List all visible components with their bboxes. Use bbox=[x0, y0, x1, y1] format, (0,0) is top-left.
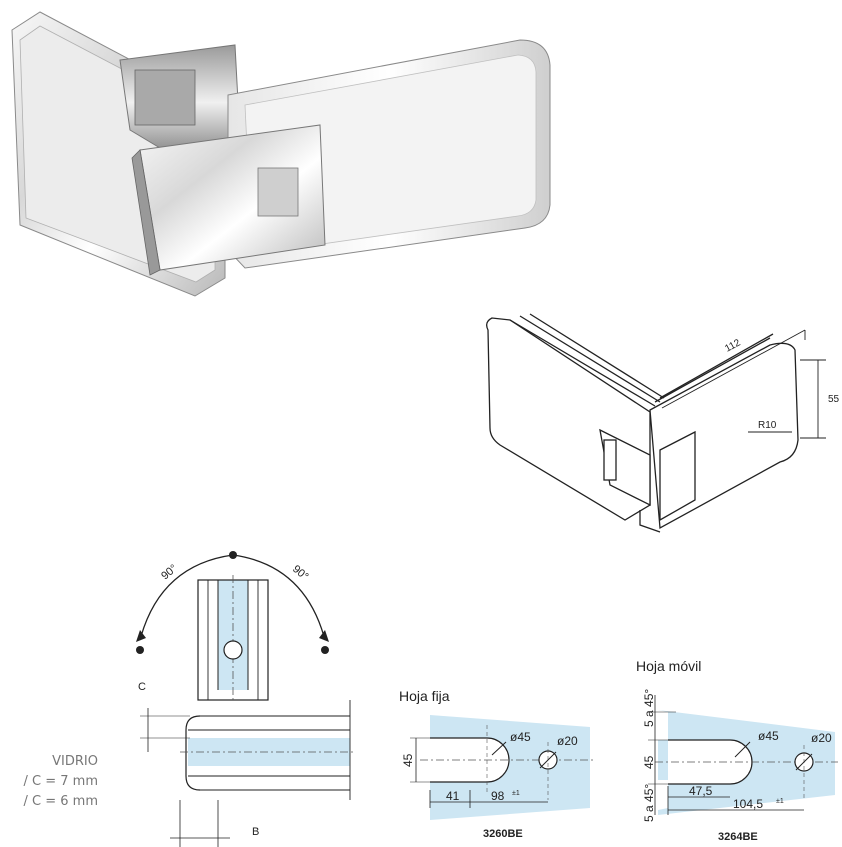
iso-radius-label: R10 bbox=[758, 420, 777, 431]
glass-line-2: / C = 6 mm bbox=[23, 794, 98, 809]
moving-leaf-dim-height: 45 bbox=[642, 755, 656, 769]
rotation-diagram bbox=[136, 551, 355, 847]
glass-line-1: / C = 7 mm bbox=[23, 774, 98, 789]
fixed-leaf-code: 3260BE bbox=[483, 828, 523, 840]
glass-thickness-label: VIDRIO / C = 7 mm / C = 6 mm bbox=[0, 752, 98, 812]
angle-right-label: 90° bbox=[290, 563, 310, 583]
dim-b-label: B bbox=[252, 826, 259, 838]
fixed-leaf-drawing bbox=[410, 715, 595, 820]
arc-end-dot-right bbox=[321, 646, 329, 654]
isometric-drawing bbox=[486, 313, 826, 533]
fixed-leaf-dia-small: ø20 bbox=[557, 734, 578, 748]
dim-c-label: C bbox=[138, 681, 146, 693]
moving-leaf-dia-large: ø45 bbox=[758, 729, 779, 743]
fixed-leaf-dia-large: ø45 bbox=[510, 730, 531, 744]
moving-leaf-tolerance: ±1 bbox=[776, 798, 784, 805]
arc-end-dot-left bbox=[136, 646, 144, 654]
moving-leaf-code: 3264BE bbox=[718, 831, 758, 843]
pivot-dot bbox=[229, 551, 237, 559]
fixed-leaf-title: Hoja fija bbox=[399, 688, 450, 704]
moving-leaf-range-bottom: 5 a 45° bbox=[642, 784, 656, 822]
angle-left-label: 90° bbox=[159, 562, 179, 582]
moving-leaf-dim-b: 104,5 bbox=[733, 797, 763, 811]
fixed-leaf-dim-a: 41 bbox=[446, 789, 460, 803]
moving-leaf-title: Hoja móvil bbox=[636, 658, 701, 674]
moving-leaf-range-top: 5 a 45° bbox=[642, 689, 656, 727]
fixed-leaf-dim-b: 98 bbox=[491, 789, 505, 803]
moving-leaf-dia-small: ø20 bbox=[811, 731, 832, 745]
fixed-leaf-dim-height: 45 bbox=[401, 753, 415, 767]
moving-leaf-dim-a: 47,5 bbox=[689, 784, 713, 798]
fixed-leaf-tolerance: ±1 bbox=[512, 790, 520, 797]
iso-dim-height: 55 bbox=[828, 394, 840, 405]
hinge-photo bbox=[11, 11, 551, 297]
moving-leaf-drawing bbox=[648, 695, 838, 815]
glass-title: VIDRIO bbox=[52, 754, 98, 769]
